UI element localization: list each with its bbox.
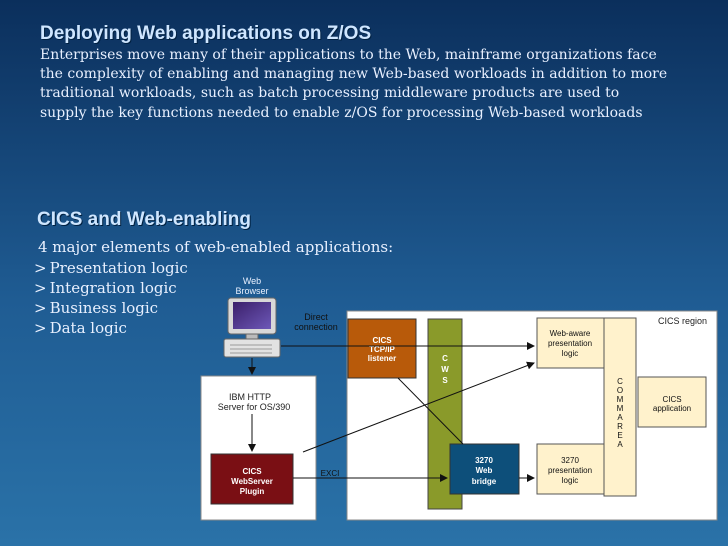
commarea-letters: C O M M A R E A (617, 377, 624, 449)
bridge-label-line2: Web (476, 466, 493, 475)
web-aware-label-line3: logic (562, 349, 578, 358)
commarea-letter: O (617, 386, 623, 395)
elements-list: >Presentation logic >Integration logic >… (34, 258, 188, 338)
list-item: >Integration logic (34, 278, 188, 298)
bullet-mark: > (34, 259, 47, 277)
listener-label-line3: listener (368, 354, 396, 363)
listener-label-line2: TCP/IP (369, 345, 395, 354)
direct-connection-label-line1: Direct (304, 312, 328, 322)
bullet-mark: > (34, 319, 47, 337)
webserver-plugin (210, 453, 294, 505)
list-item: >Data logic (34, 318, 188, 338)
commarea-letter: C (617, 377, 623, 386)
presentation-3270-box (536, 443, 605, 495)
bridge-label-line1: 3270 (475, 456, 493, 465)
link-listener-to-bridge (397, 377, 464, 445)
arrow-http-to-presentation (302, 361, 535, 453)
bullet-mark: > (34, 279, 47, 297)
list-item: >Presentation logic (34, 258, 188, 278)
web-aware-label-line1: Web-aware (550, 329, 591, 338)
web-bridge-3270 (449, 443, 520, 495)
exci-label: EXCI (321, 469, 340, 478)
direct-connection-label-line2: connection (294, 322, 338, 332)
commarea-letter: M (617, 404, 624, 413)
commarea-letter: E (617, 431, 622, 440)
bullet-text: Presentation logic (49, 259, 188, 277)
bridge-label-line3: bridge (472, 477, 497, 486)
bullet-text: Integration logic (49, 279, 177, 297)
web-browser-label-line1: Web (243, 276, 261, 286)
cws-letter: W (441, 365, 449, 374)
pres-3270-label-line1: 3270 (561, 456, 579, 465)
cics-region-label: CICS region (658, 316, 707, 326)
web-browser-label-line2: Browser (235, 286, 268, 296)
connectors (248, 342, 535, 482)
commarea-letter: R (617, 422, 623, 431)
list-item: >Business logic (34, 298, 188, 318)
commarea-letter: A (617, 413, 623, 422)
cics-app-label-line2: application (653, 404, 691, 413)
http-server-label-line2: Server for OS/390 (218, 402, 291, 412)
commarea-letter: A (617, 440, 623, 449)
plugin-label-line1: CICS (242, 467, 262, 476)
http-server-label-line1: IBM HTTP (229, 392, 271, 402)
section2-title: CICS and Web-enabling (37, 209, 251, 230)
plugin-label-line3: Plugin (240, 487, 265, 496)
pres-3270-label-line2: presentation (548, 466, 592, 475)
section1-title: Deploying Web applications on Z/OS (40, 23, 372, 44)
cics-app-label-line1: CICS (662, 395, 681, 404)
pres-3270-label-line3: logic (562, 476, 578, 485)
computer-icon (223, 297, 281, 358)
commarea-box (603, 317, 637, 497)
web-aware-label-line2: presentation (548, 339, 592, 348)
section2-intro: 4 major elements of web-enabled applicat… (38, 238, 394, 256)
bullet-text: Data logic (49, 319, 127, 337)
plugin-label-line2: WebServer (231, 477, 273, 486)
commarea-letter: M (617, 395, 624, 404)
listener-label-line1: CICS (372, 336, 392, 345)
cics-application-box (637, 376, 707, 428)
bullet-mark: > (34, 299, 47, 317)
section1-paragraph: Enterprises move many of their applicati… (40, 47, 668, 121)
bullet-text: Business logic (49, 299, 159, 317)
cws-letter: C (442, 354, 448, 363)
cws-letter: S (442, 376, 448, 385)
cics-tcpip-listener (347, 318, 417, 379)
